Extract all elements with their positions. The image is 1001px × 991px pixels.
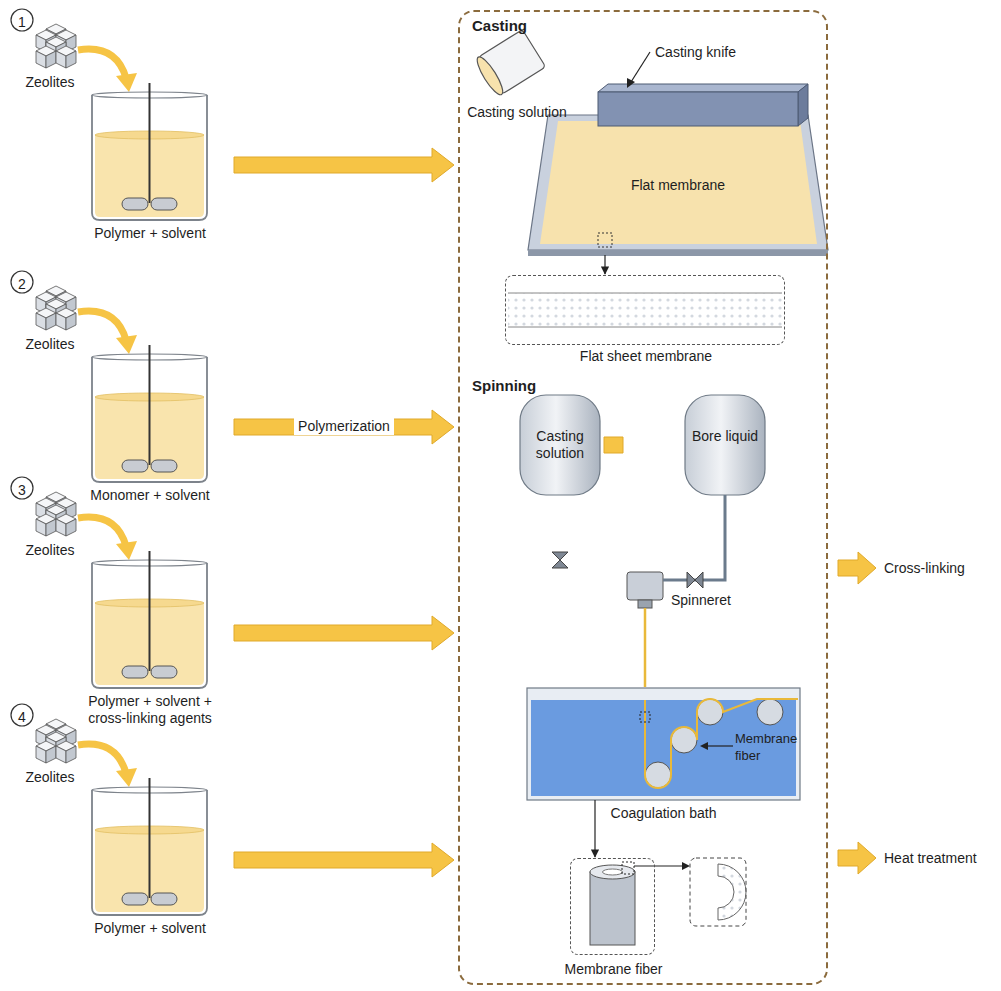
pouring-vessel xyxy=(473,54,506,98)
casting-plate xyxy=(528,115,828,250)
process-region: CastingSpinning Flat membraneFlat sheet m… xyxy=(458,10,828,985)
valve xyxy=(552,552,703,588)
process-arrow xyxy=(838,842,876,874)
valve xyxy=(687,572,703,588)
spinneret-body xyxy=(627,572,663,600)
spun-fiber xyxy=(644,608,647,687)
node-label: Bore liquid xyxy=(690,428,760,445)
step-label: Cross-linking xyxy=(884,560,965,577)
leader-line xyxy=(704,745,733,746)
coagulation-bath xyxy=(531,700,796,796)
beaker-node: Polymer + solvent xyxy=(70,95,230,245)
casting-knife xyxy=(798,84,808,126)
material-label: Zeolites xyxy=(20,74,80,91)
node-label: Polymer + solvent + cross-linking agents xyxy=(70,693,230,727)
part-label: Casting knife xyxy=(655,44,736,61)
valve xyxy=(552,552,568,568)
callout-number: 2 xyxy=(11,273,33,295)
casting-plate xyxy=(528,115,828,256)
casting-plate xyxy=(528,250,828,256)
process-arrow xyxy=(234,616,454,650)
node-label: Flat sheet membrane xyxy=(506,348,786,365)
hollow-fiber xyxy=(590,865,635,879)
part-label: Casting solution xyxy=(462,104,572,121)
spinneret: Spinneret xyxy=(627,572,663,608)
node-label: Flat membrane xyxy=(528,177,828,194)
hollow-fiber xyxy=(718,864,746,920)
membrane-cross-section xyxy=(508,293,782,327)
hollow-fiber xyxy=(590,858,746,945)
pipe xyxy=(663,495,725,580)
tank: Bore liquid xyxy=(685,395,765,495)
leader-arrowhead xyxy=(627,78,635,88)
detail-link xyxy=(594,800,595,857)
process-arrow xyxy=(234,843,454,877)
beaker-node: Polymer + solvent + cross-linking agents xyxy=(70,563,230,733)
pouring-vessel xyxy=(473,30,546,98)
tank: Casting solution xyxy=(520,395,600,495)
hollow-fiber xyxy=(622,862,634,874)
section-heading: Casting xyxy=(472,17,527,34)
callout-number: 4 xyxy=(11,706,33,728)
step-label: Heat treatment xyxy=(884,850,977,867)
material-label: Zeolites xyxy=(20,542,80,559)
casting-knife xyxy=(598,92,798,126)
callout-number: 1 xyxy=(11,11,33,33)
process-arrow xyxy=(234,410,454,444)
hollow-fiber xyxy=(634,865,686,866)
illustration xyxy=(11,477,207,688)
membrane-cross-section xyxy=(508,293,782,327)
node-label: Spinneret xyxy=(671,592,731,609)
process-arrow xyxy=(838,552,876,584)
node-label: Polymer + solvent xyxy=(70,920,230,937)
spinneret-body xyxy=(638,600,652,608)
material-label: Zeolites xyxy=(20,336,80,353)
coagulation-bath xyxy=(757,699,783,725)
coagulation-bath xyxy=(640,712,650,722)
hollow-fiber xyxy=(682,862,690,870)
coagulation-bath xyxy=(645,699,798,788)
process-arrow xyxy=(604,437,623,453)
node-label: Membrane fiber xyxy=(735,730,797,764)
detail-link xyxy=(604,255,605,274)
edge-label: Polymerization xyxy=(294,418,394,435)
casting-knife xyxy=(598,84,808,126)
illustration xyxy=(11,704,207,915)
node-label: Coagulation bath xyxy=(527,805,800,822)
node-label: Membrane fiber xyxy=(551,961,676,978)
tank xyxy=(520,395,600,495)
hollow-fiber xyxy=(590,872,635,945)
illustration xyxy=(11,9,207,220)
beaker-node: Monomer + solvent xyxy=(70,357,230,507)
process-arrow xyxy=(234,148,454,182)
node-label: Monomer + solvent xyxy=(70,487,230,504)
hollow-fiber xyxy=(690,858,746,926)
flat-membrane: Flat membrane xyxy=(528,115,828,255)
tank xyxy=(685,395,765,495)
hollow-fiber xyxy=(603,869,623,875)
coagulation-bath xyxy=(527,688,800,800)
spinneret-body xyxy=(627,572,663,608)
membrane-cross-section xyxy=(508,327,782,328)
node-label: Polymer + solvent xyxy=(70,225,230,242)
membrane-cross-section xyxy=(508,293,782,294)
leader-arrowhead xyxy=(700,742,708,750)
callout-number: 3 xyxy=(11,479,33,501)
coagulation-bath: Membrane fiberCoagulation bath xyxy=(527,688,800,800)
beaker-node: Polymer + solvent xyxy=(70,790,230,940)
fiber-detail: Membrane fiber xyxy=(570,858,655,955)
casting-plate xyxy=(598,233,612,247)
leader-line xyxy=(631,52,650,82)
section-heading: Spinning xyxy=(472,377,536,394)
material-label: Zeolites xyxy=(20,769,80,786)
coagulation-bath xyxy=(527,688,800,800)
detail-box: Flat sheet membrane xyxy=(505,275,785,345)
illustration xyxy=(11,271,207,482)
node-label: Casting solution xyxy=(525,428,595,462)
